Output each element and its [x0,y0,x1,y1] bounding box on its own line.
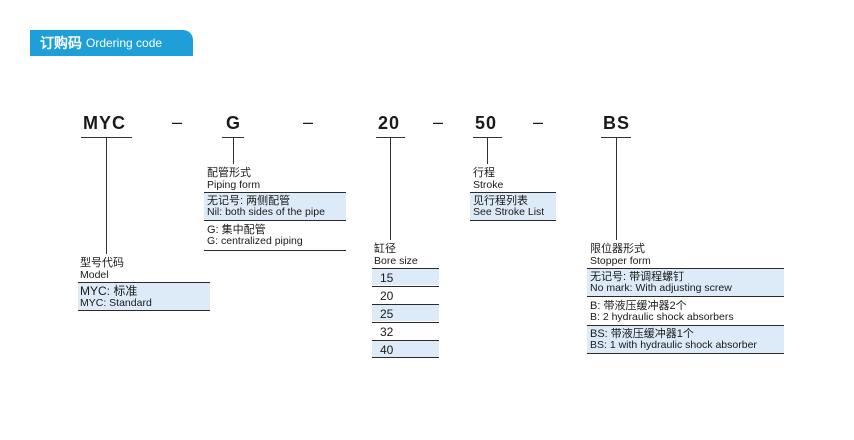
bore-row: 20 [372,287,439,303]
code-dash-4: – [533,112,544,132]
stopper-option-bs: BS: 带液压缓冲器1个 BS: 1 with hydraulic shock … [587,326,784,353]
header-title-cn: 订购码 [40,35,82,51]
bore-rule [372,322,439,323]
stroke-rule-top [470,192,556,193]
piping-option-g-en: G: centralized piping [207,235,303,247]
connector-stroke [487,137,488,164]
connector-piping [233,137,234,164]
code-bore: 20 [378,113,401,133]
bore-row: 15 [372,269,439,285]
code-model: MYC [83,113,126,133]
piping-rule-mid [204,220,346,221]
model-rule-top [78,282,210,283]
code-dash-1: – [172,112,183,132]
stopper-option-no-mark-en: No mark: With adjusting screw [590,282,732,294]
stopper-option-b-en: B: 2 hydraulic shock absorbers [590,311,734,323]
ordering-code-header: 订购码 Ordering code [30,30,193,56]
stopper-option-no-mark: 无记号: 带调程螺钉 No mark: With adjusting screw [587,269,784,296]
piping-label-en: Piping form [207,179,261,191]
connector-stopper [616,137,617,240]
stopper-label-en: Stopper form [590,255,651,267]
bore-rule [372,286,439,287]
model-label: 型号代码 Model [80,257,124,281]
stopper-option-bs-en: BS: 1 with hydraulic shock absorber [590,339,757,351]
code-piping: G [226,113,242,133]
piping-option-g: G: 集中配管 G: centralized piping [204,222,346,249]
stroke-option-cn: 见行程列表 [473,195,528,207]
stroke-option-en: See Stroke List [473,206,545,218]
stroke-label: 行程 Stroke [473,167,503,191]
connector-bore [390,137,391,240]
bore-rule [372,304,439,305]
code-dash-2: – [303,112,314,132]
bore-label-en: Bore size [374,255,418,267]
piping-label-cn: 配管形式 [207,167,251,179]
stroke-option-list: 见行程列表 See Stroke List [470,193,556,220]
stopper-rule-1 [587,296,784,297]
stroke-rule-bottom [470,220,556,221]
bore-rule [372,340,439,341]
stopper-rule-bottom [587,353,784,354]
stroke-label-cn: 行程 [473,167,495,179]
bore-size: 40 [380,343,394,357]
model-option-standard: MYC: 标准 MYC: Standard [78,283,210,310]
model-rule-bottom [78,310,210,311]
piping-option-nil: 无记号: 两侧配管 Nil: both sides of the pipe [204,193,346,220]
bore-rule-bottom [372,357,439,358]
bore-label-cn: 缸径 [374,243,396,255]
header-title-en: Ordering code [86,36,163,50]
stopper-option-b-cn: B: 带液压缓冲器2个 [590,300,687,312]
model-option-en: MYC: Standard [80,297,152,309]
bore-label: 缸径 Bore size [374,243,418,267]
piping-rule-top [204,192,346,193]
connector-model [106,137,107,254]
piping-option-nil-en: Nil: both sides of the pipe [207,206,325,218]
code-stroke: 50 [475,113,498,133]
model-label-en: Model [80,269,109,281]
bore-size: 20 [380,289,394,303]
model-label-cn: 型号代码 [80,257,124,269]
bore-row: 25 [372,305,439,321]
stopper-rule-2 [587,325,784,326]
code-dash-3: – [433,112,444,132]
stopper-label-cn: 限位器形式 [590,243,645,255]
stopper-option-no-mark-cn: 无记号: 带调程螺钉 [590,271,685,283]
stopper-rule-top [587,268,784,269]
bore-size: 32 [380,325,394,339]
piping-option-g-cn: G: 集中配管 [207,224,266,236]
bore-size: 15 [380,271,394,285]
stopper-option-b: B: 带液压缓冲器2个 B: 2 hydraulic shock absorbe… [587,298,784,324]
stopper-option-bs-cn: BS: 带液压缓冲器1个 [590,328,694,340]
bore-row: 40 [372,341,439,357]
stopper-label: 限位器形式 Stopper form [590,243,651,267]
piping-option-nil-cn: 无记号: 两侧配管 [207,195,291,207]
model-option-cn: MYC: 标准 [80,284,138,298]
bore-size: 25 [380,307,394,321]
bore-row: 32 [372,323,439,339]
code-stopper: BS [603,113,631,133]
bore-rule-top [372,268,439,269]
piping-label: 配管形式 Piping form [207,167,260,191]
stroke-label-en: Stroke [473,179,504,191]
piping-rule-bottom [204,250,346,251]
